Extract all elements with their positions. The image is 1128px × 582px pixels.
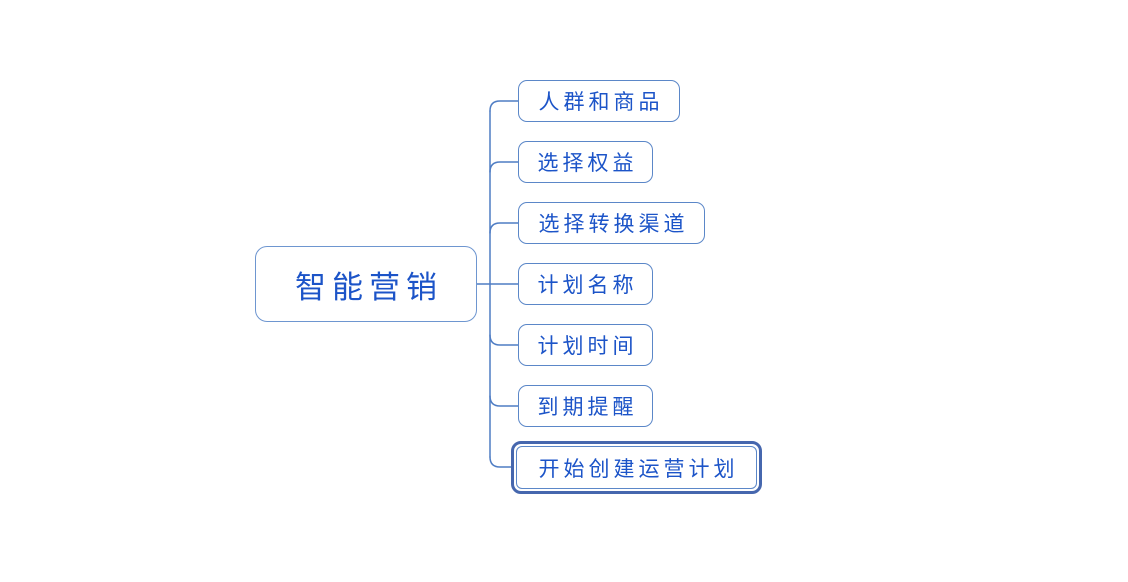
connector-branch-6 <box>489 395 519 407</box>
node-label: 选择转换渠道 <box>538 212 689 236</box>
node-audience-and-products[interactable]: 人群和商品 <box>518 80 680 122</box>
node-root-smart-marketing[interactable]: 智能营销 <box>255 246 477 322</box>
node-label: 选择权益 <box>537 151 638 175</box>
node-select-conversion-channel[interactable]: 选择转换渠道 <box>518 202 705 244</box>
node-label: 到期提醒 <box>537 395 638 419</box>
node-start-create-operation-plan[interactable]: 开始创建运营计划 <box>511 441 762 494</box>
connector-branch-7 <box>489 456 513 468</box>
node-label: 计划名称 <box>537 273 638 297</box>
connector-branch-5 <box>489 334 519 346</box>
node-plan-time[interactable]: 计划时间 <box>518 324 653 366</box>
connector-branch-3 <box>489 222 519 234</box>
node-label: 开始创建运营计划 <box>538 456 739 481</box>
connector-branch-2 <box>489 161 519 173</box>
node-expiry-reminder[interactable]: 到期提醒 <box>518 385 653 427</box>
node-select-benefits[interactable]: 选择权益 <box>518 141 653 183</box>
node-plan-name[interactable]: 计划名称 <box>518 263 653 305</box>
node-label: 计划时间 <box>537 334 638 358</box>
selected-node-inner-border: 开始创建运营计划 <box>516 446 757 489</box>
node-label: 人群和商品 <box>538 90 664 114</box>
node-label: 智能营销 <box>295 269 443 306</box>
connector-branch-1 <box>489 100 519 112</box>
